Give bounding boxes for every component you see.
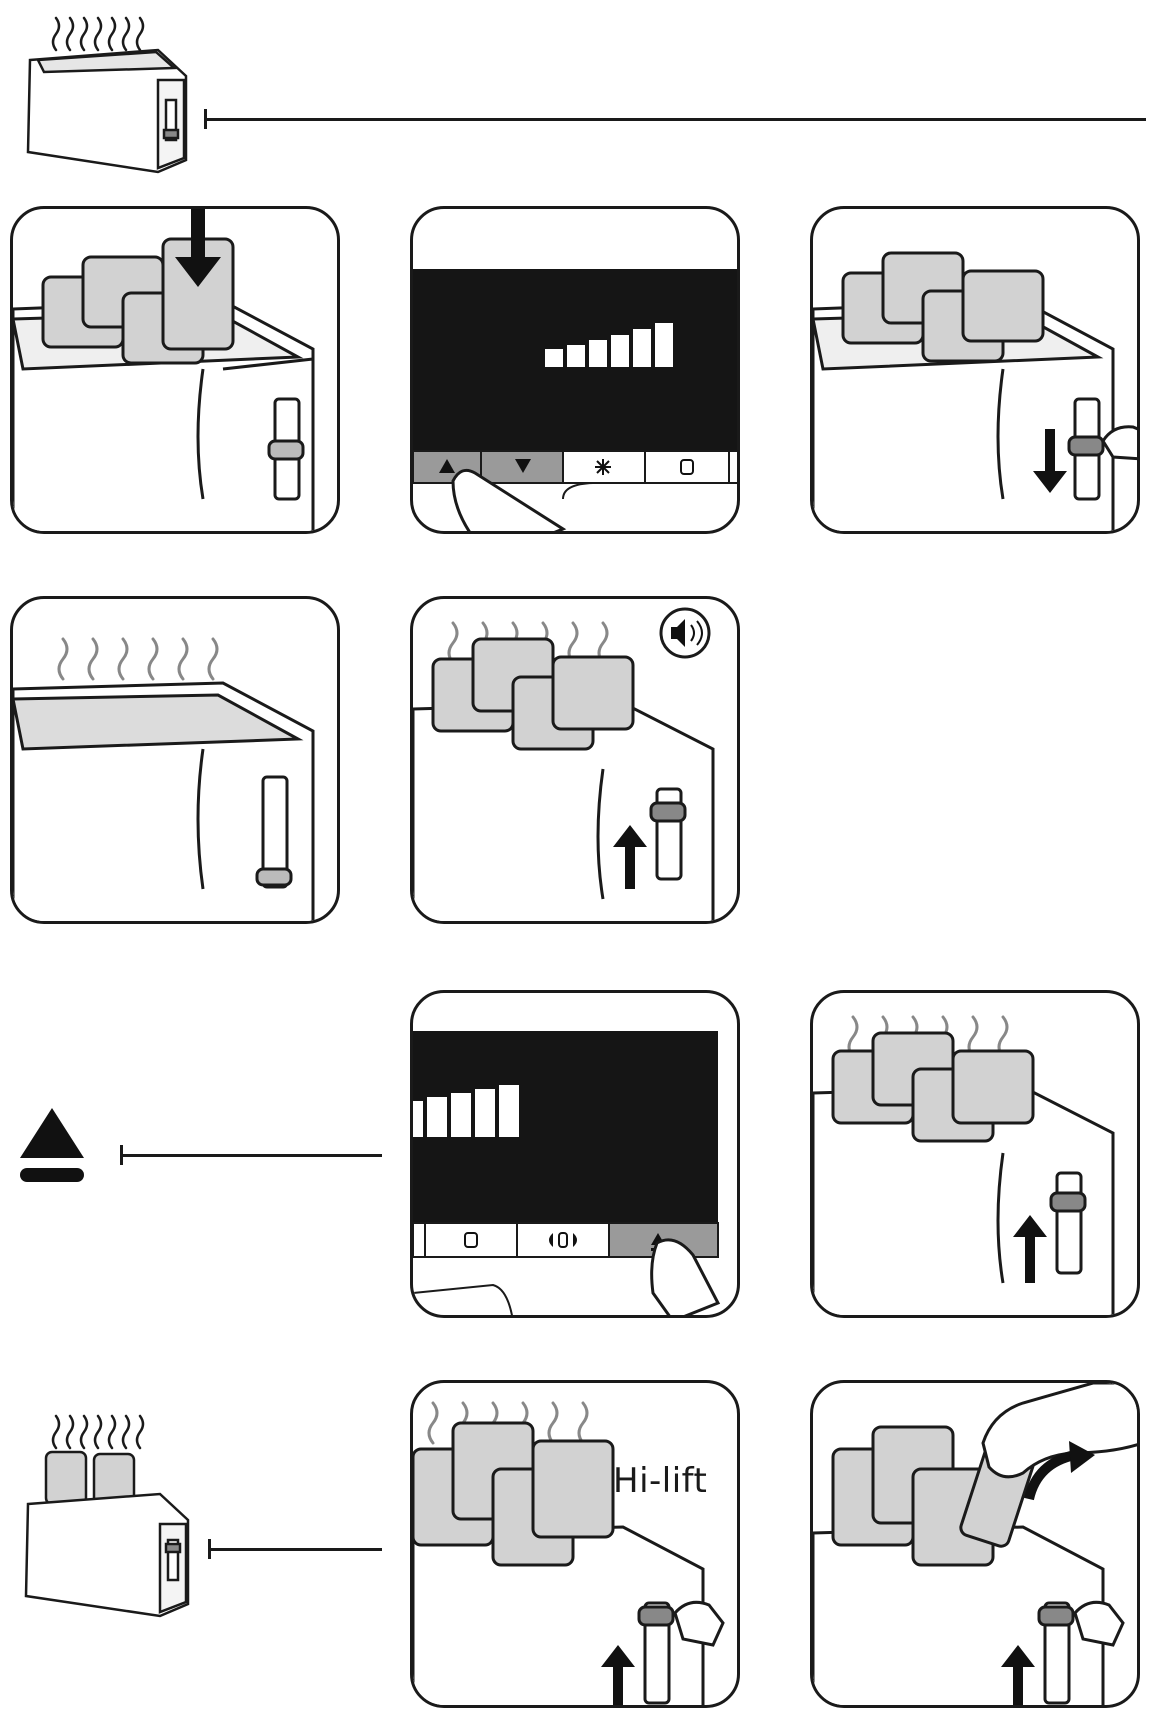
toaster-hi-lift-overview: [10, 1404, 200, 1624]
step-insert-bread: [10, 206, 340, 534]
speaker-icon: [659, 607, 711, 659]
step-toast-ready-sound: [410, 596, 740, 924]
step-press-cancel: [410, 990, 740, 1318]
up-arrow-icon: [601, 1645, 635, 1705]
up-arrow-icon: [1013, 1215, 1047, 1283]
down-arrow-icon: [175, 209, 221, 287]
down-arrow-icon: [1033, 429, 1067, 493]
bagel-icon: [549, 1232, 577, 1248]
step-toast-ejected: [810, 990, 1140, 1318]
snowflake-icon: [595, 459, 611, 475]
down-arrow-icon: [515, 459, 531, 473]
up-arrow-icon: [1001, 1645, 1035, 1705]
reheat-icon: [464, 1232, 478, 1248]
eject-icon: [20, 1108, 84, 1158]
browning-level-bars: [545, 323, 673, 367]
connector-line-top: [206, 118, 1146, 121]
step-select-browning-level: [410, 206, 740, 534]
step-remove-toast: [810, 1380, 1140, 1708]
connector-cap-hi-lift: [208, 1539, 211, 1559]
connector-cap-cancel: [120, 1145, 123, 1165]
up-arrow-icon: [613, 825, 647, 889]
connector-line-cancel: [122, 1154, 382, 1157]
step-toasting: [10, 596, 340, 924]
browning-level-bars: [413, 1085, 519, 1137]
cancel-eject-symbol: [12, 1100, 92, 1190]
step-hi-lift: Hi-lift: [410, 1380, 740, 1708]
hi-lift-label: Hi-lift: [613, 1461, 708, 1501]
up-arrow-icon: [439, 459, 455, 473]
reheat-icon: [680, 459, 694, 475]
connector-line-hi-lift: [210, 1548, 382, 1551]
connector-cap-top: [204, 109, 207, 129]
step-press-lever-down: [810, 206, 1140, 534]
toaster-steaming-overview: [8, 10, 198, 180]
